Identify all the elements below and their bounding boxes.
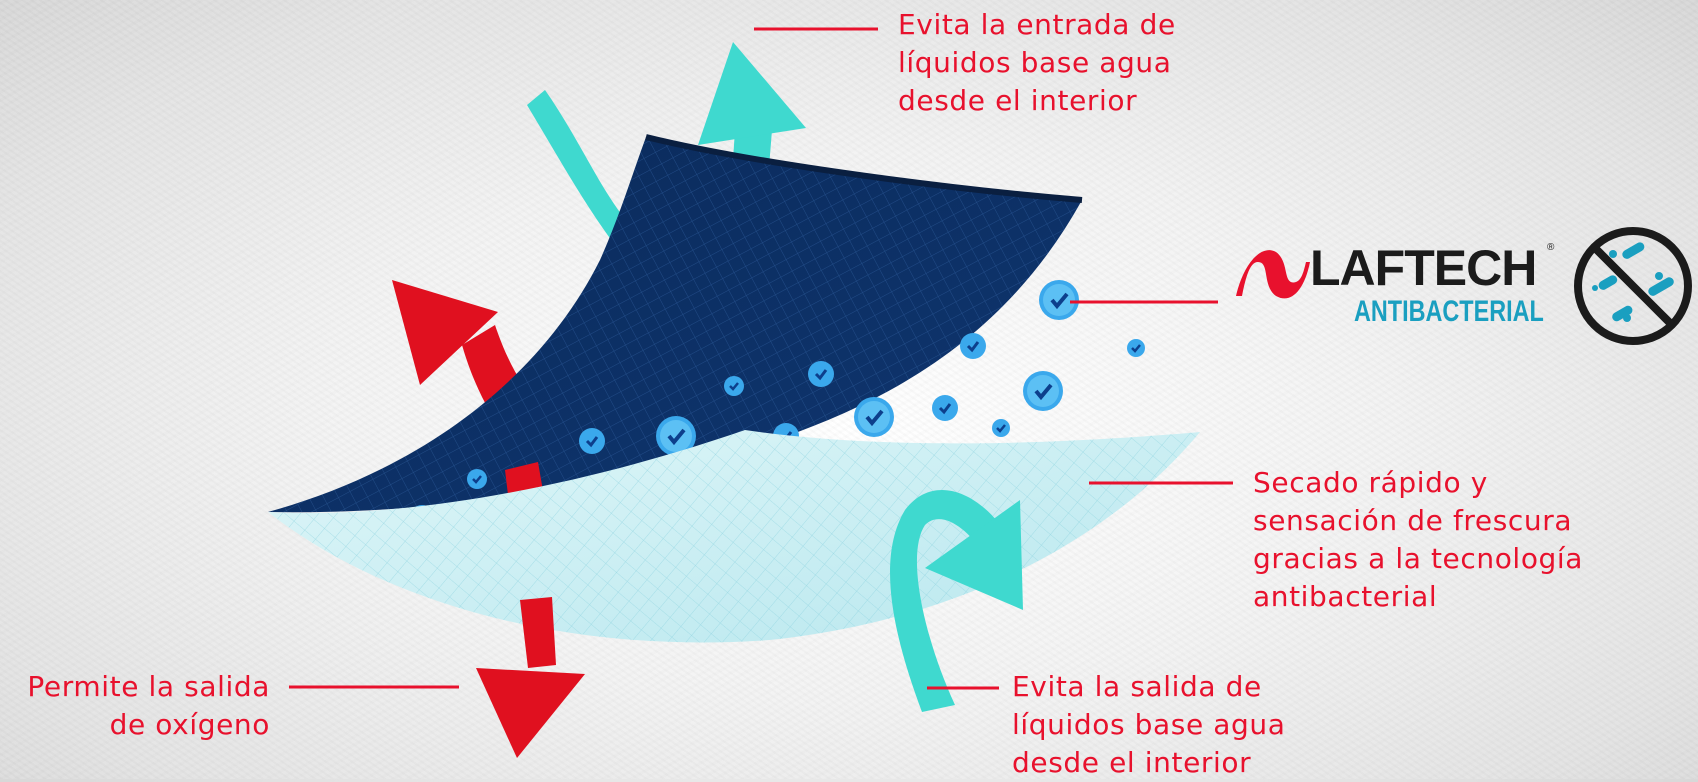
antibacterial-bubbles (409, 280, 1145, 531)
teal-arrow-top-left (527, 90, 630, 245)
laftech-wave-icon (1236, 250, 1310, 299)
no-bacteria-icon (1574, 227, 1692, 345)
laftech-brand: LAFTECH (1310, 240, 1537, 296)
label-oxygen-exit: Permite la salida de oxígeno (27, 670, 270, 741)
registered-mark: ® (1547, 242, 1555, 253)
leader-lines (289, 27, 1233, 690)
label-quick-dry: Secado rápido y sensación de frescura gr… (1253, 466, 1584, 613)
label-prevents-water-exit: Evita la salida de líquidos base agua de… (1012, 670, 1286, 779)
label-prevents-water-entry: Evita la entrada de líquidos base agua d… (898, 8, 1176, 117)
red-arrow-down-head (476, 597, 585, 758)
antibacterial-subtitle: ANTIBACTERIAL (1354, 295, 1544, 328)
teal-hook-arrow (890, 489, 1023, 712)
